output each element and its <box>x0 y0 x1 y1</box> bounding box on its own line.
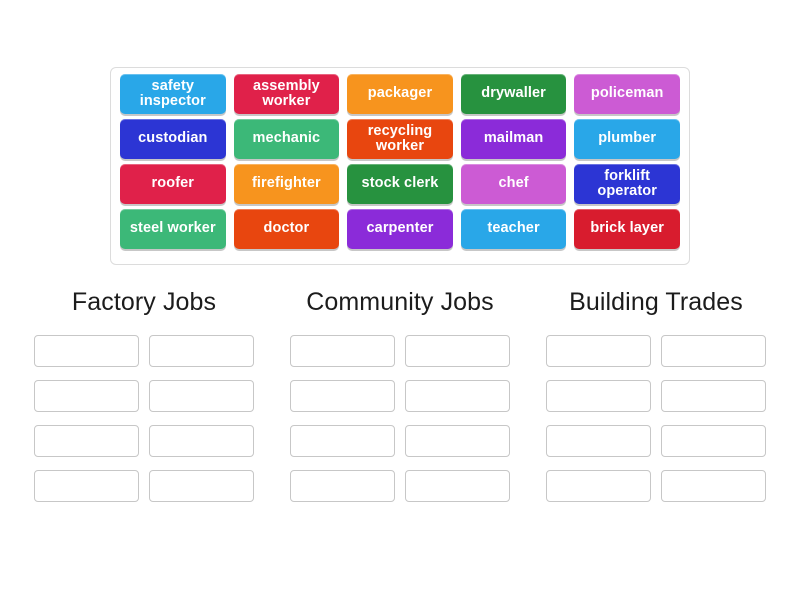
dropzone-grid-factory-jobs <box>34 335 254 502</box>
word-tile[interactable]: steel worker <box>120 209 226 249</box>
word-tile-label: firefighter <box>252 175 321 192</box>
word-tile-label: brick layer <box>590 220 664 237</box>
word-tile[interactable]: safety inspector <box>120 74 226 114</box>
word-tile[interactable]: chef <box>460 164 567 204</box>
word-tile-label: assembly worker <box>252 77 320 109</box>
word-tile[interactable]: drywaller <box>460 74 567 114</box>
category-column-community-jobs: Community Jobs <box>272 288 528 502</box>
word-tile-label: drywaller <box>481 85 546 102</box>
category-column-building-trades: Building Trades <box>528 288 784 502</box>
dropzone-grid-community-jobs <box>290 335 510 502</box>
word-tile-label: roofer <box>151 175 195 192</box>
dropzone-grid-building-trades <box>546 335 766 502</box>
dropzone[interactable] <box>149 335 254 367</box>
dropzone[interactable] <box>546 335 651 367</box>
dropzone[interactable] <box>546 470 651 502</box>
word-tile-label: safety inspector <box>139 77 206 109</box>
word-tile[interactable]: stock clerk <box>347 164 453 204</box>
dropzone[interactable] <box>661 470 766 502</box>
word-tile[interactable]: custodian <box>120 119 226 159</box>
dropzone[interactable] <box>661 335 766 367</box>
word-tile[interactable]: mechanic <box>233 119 340 159</box>
word-tile[interactable]: roofer <box>120 164 226 204</box>
word-tile-label: teacher <box>487 220 540 237</box>
dropzone[interactable] <box>149 425 254 457</box>
dropzone[interactable] <box>34 380 139 412</box>
category-title: Factory Jobs <box>71 288 217 316</box>
word-tile[interactable]: recycling worker <box>347 119 453 159</box>
dropzone[interactable] <box>405 335 510 367</box>
word-tile-label: mailman <box>483 130 544 147</box>
dropzone[interactable] <box>546 425 651 457</box>
word-tile[interactable]: forklift operator <box>574 164 680 204</box>
tile-row: roofer firefighter stock clerk chef fork… <box>116 164 684 209</box>
dropzone[interactable] <box>290 470 395 502</box>
dropzone[interactable] <box>290 335 395 367</box>
word-tile-label: steel worker <box>129 220 216 237</box>
word-tile-label: packager <box>367 85 433 102</box>
word-tile-label: custodian <box>138 130 208 147</box>
word-tile-label: forklift operator <box>597 167 657 199</box>
dropzone[interactable] <box>34 470 139 502</box>
dropzone[interactable] <box>661 380 766 412</box>
dropzone[interactable] <box>405 425 510 457</box>
word-tile-label: doctor <box>263 220 310 237</box>
dropzone[interactable] <box>290 380 395 412</box>
category-title: Community Jobs <box>306 288 494 316</box>
dropzone[interactable] <box>661 425 766 457</box>
word-tile[interactable]: teacher <box>460 209 567 249</box>
category-column-factory-jobs: Factory Jobs <box>16 288 272 502</box>
tile-row: safety inspector assembly worker package… <box>116 74 684 119</box>
word-tile[interactable]: assembly worker <box>233 74 340 114</box>
word-tile-label: policeman <box>590 85 664 102</box>
dropzone[interactable] <box>149 380 254 412</box>
word-tile-label: plumber <box>598 130 657 147</box>
category-title: Building Trades <box>569 288 743 316</box>
dropzone[interactable] <box>546 380 651 412</box>
dropzone[interactable] <box>290 425 395 457</box>
word-tile[interactable]: mailman <box>460 119 567 159</box>
word-tile-label: stock clerk <box>361 175 439 192</box>
word-tile[interactable]: doctor <box>233 209 340 249</box>
dropzone[interactable] <box>149 470 254 502</box>
dropzone[interactable] <box>34 425 139 457</box>
word-tile[interactable]: policeman <box>574 74 680 114</box>
word-tile-label: carpenter <box>366 220 434 237</box>
word-tile[interactable]: brick layer <box>574 209 680 249</box>
dropzone[interactable] <box>405 470 510 502</box>
category-columns: Factory Jobs Community Jobs <box>0 288 800 502</box>
tile-row: steel worker doctor carpenter teacher br… <box>116 209 684 254</box>
dropzone[interactable] <box>405 380 510 412</box>
word-tile[interactable]: firefighter <box>233 164 340 204</box>
word-tile-label: mechanic <box>252 130 321 147</box>
word-tile-label: chef <box>498 175 529 192</box>
dropzone[interactable] <box>34 335 139 367</box>
word-tile-label: recycling worker <box>367 122 433 154</box>
word-tile-bank: safety inspector assembly worker package… <box>110 67 690 265</box>
tile-row: custodian mechanic recycling worker mail… <box>116 119 684 164</box>
word-tile[interactable]: packager <box>347 74 453 114</box>
word-tile[interactable]: plumber <box>574 119 680 159</box>
word-tile[interactable]: carpenter <box>347 209 453 249</box>
